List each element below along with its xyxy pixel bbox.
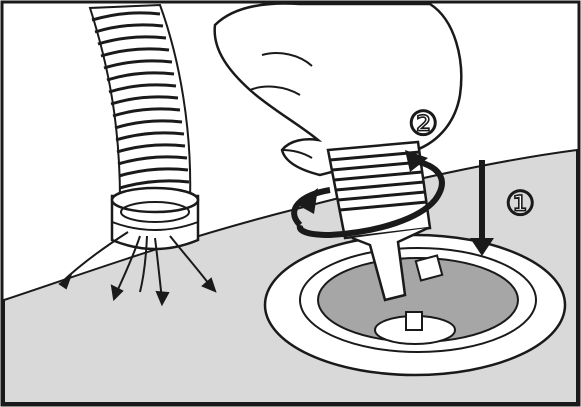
step-1-label: ① — [505, 184, 535, 224]
drain-outlet — [265, 235, 565, 375]
step-2-label: ② — [408, 104, 438, 144]
